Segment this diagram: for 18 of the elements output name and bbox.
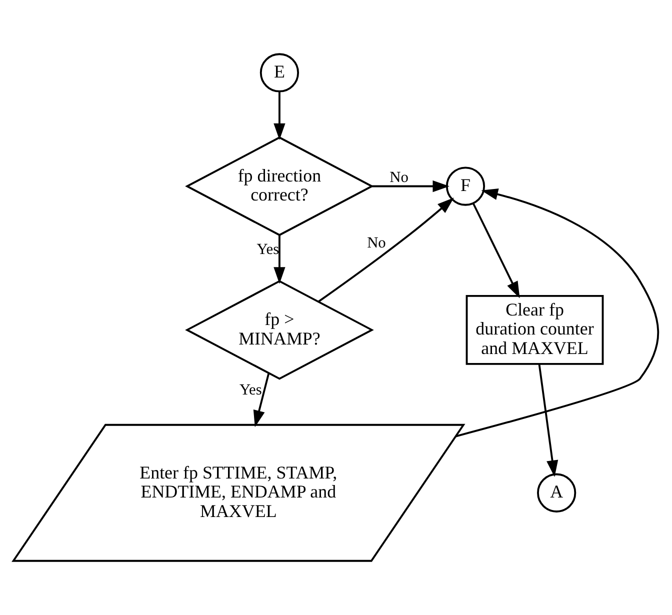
edge-label: No xyxy=(367,234,386,252)
node-diamond: fp > MINAMP? xyxy=(185,280,374,380)
edge-label: No xyxy=(390,168,408,186)
arrow xyxy=(253,373,270,428)
arrow xyxy=(472,203,520,298)
node-circle: A xyxy=(537,473,576,512)
node-circle: F xyxy=(446,166,486,206)
node-diamond: fp direction correct? xyxy=(185,136,374,236)
arrow xyxy=(538,364,558,478)
arrow xyxy=(274,235,286,284)
edge-label: Yes xyxy=(256,240,280,258)
arrow xyxy=(372,180,450,192)
node-circle: E xyxy=(260,53,300,92)
arrow xyxy=(456,188,659,438)
edge-label: Yes xyxy=(239,381,262,398)
arrow xyxy=(318,198,454,302)
arrow xyxy=(274,91,286,140)
node-box: Clear fp duration counter and MAXVEL xyxy=(466,295,604,365)
